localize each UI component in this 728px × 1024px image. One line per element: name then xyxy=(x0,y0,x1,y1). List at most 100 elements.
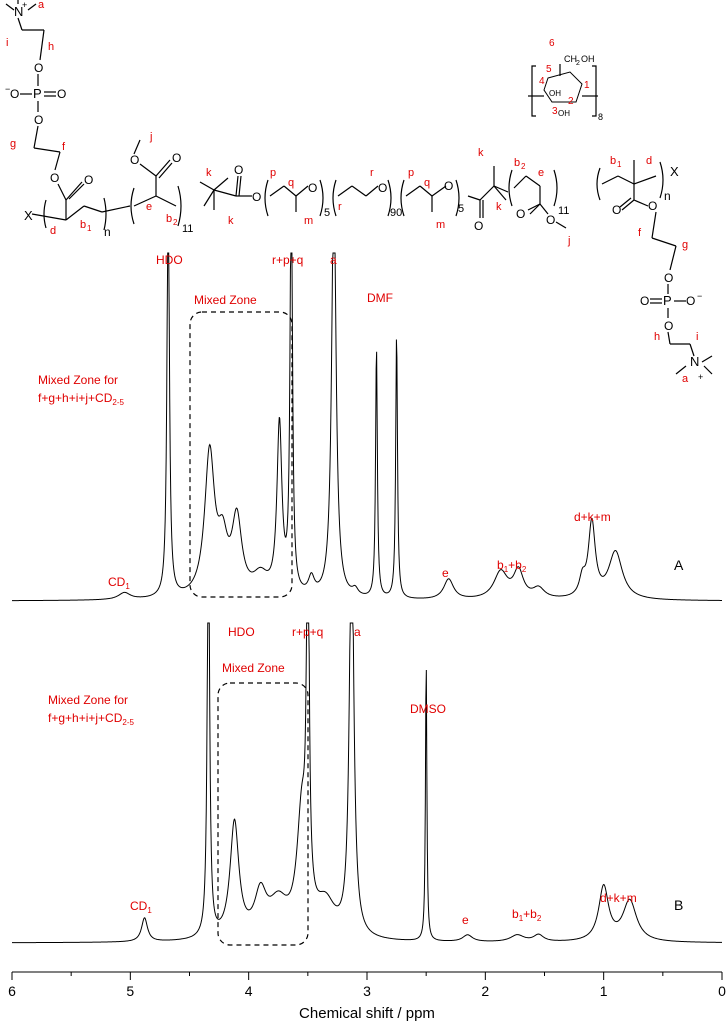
label-i-right: i xyxy=(696,331,698,343)
label-b1-right-sub: 1 xyxy=(617,160,622,169)
label-g-top: g xyxy=(10,138,16,150)
label-k-upper-right: k xyxy=(478,147,484,159)
panel-label-a: A xyxy=(674,557,684,573)
spectrum-a: HDO r+p+q a DMF Mixed Zone Mixed Zone fo… xyxy=(12,252,722,602)
label-b2-right-sub: 2 xyxy=(521,162,526,171)
o-atom-2: O xyxy=(34,113,43,127)
label-a-hdo: HDO xyxy=(156,253,183,267)
label-a-mixed-zone: Mixed Zone xyxy=(194,293,257,307)
label-b-b1b2: b1+b2 xyxy=(512,907,542,923)
o-carbonyl-center-right: O xyxy=(474,219,483,233)
mixed-zone-box-b xyxy=(217,682,309,946)
right-pc-side-chain: f g O P O O − O h i N + a xyxy=(638,211,713,385)
o-minus-right: O xyxy=(686,294,695,308)
o-carbonyl-mid-right: O xyxy=(516,207,525,221)
o-atom-1: O xyxy=(34,61,43,75)
label-d-left: d xyxy=(50,225,56,237)
label-m-right: m xyxy=(436,219,445,231)
panel-label-b: B xyxy=(674,897,683,913)
label-b-cd1: CD1 xyxy=(130,899,152,915)
o-methoxy-right: O xyxy=(546,213,555,227)
label-a-rpq: r+p+q xyxy=(272,253,303,267)
x-tick-label-5: 5 xyxy=(126,983,134,999)
o-double-left: O xyxy=(57,87,66,101)
label-d-right: d xyxy=(646,155,652,167)
o-ester-left: O xyxy=(50,171,59,185)
label-a-cd1: CD1 xyxy=(108,575,130,591)
x-end-left: X xyxy=(24,208,33,223)
label-b2-left: b xyxy=(166,213,172,225)
label-b-mixed-zone: Mixed Zone xyxy=(222,661,285,675)
left-pc-side-chain: N + a i h O P O − O O g f xyxy=(5,0,93,220)
label-b2-left-sub: 2 xyxy=(173,218,178,227)
label-r-left: r xyxy=(338,201,342,213)
label-b-mixed-zone-for-2: f+g+h+i+j+CD2-5 xyxy=(48,711,135,727)
label-j-right: j xyxy=(567,235,570,247)
o-minus-left: O xyxy=(10,87,19,101)
label-b2-right: b xyxy=(514,157,520,169)
label-p-right: p xyxy=(408,167,414,179)
o-carbonyl-right: O xyxy=(612,203,621,217)
o-methoxy-left: O xyxy=(130,153,139,167)
x-end-right: X xyxy=(670,164,679,179)
label-k-lower-right: k xyxy=(496,201,502,213)
label-q-left: q xyxy=(288,177,294,189)
x-tick-label-4: 4 xyxy=(245,983,253,999)
o-carbonyl-center-left: O xyxy=(234,163,243,177)
o-ester-center-left: O xyxy=(252,190,261,204)
label-a-top: a xyxy=(38,0,45,11)
label-g-right: g xyxy=(682,239,688,251)
o-ppo-right: O xyxy=(444,179,453,193)
label-b-a: a xyxy=(354,625,361,639)
cd-c6: 6 xyxy=(549,38,555,49)
label-k-lower-left: k xyxy=(228,215,234,227)
label-a-a: a xyxy=(330,253,337,267)
label-a-b1b2: b1+b2 xyxy=(497,558,527,574)
label-h-right: h xyxy=(654,331,660,343)
label-e-right: e xyxy=(538,167,544,179)
label-p-left: p xyxy=(270,167,276,179)
o-peo: O xyxy=(378,181,387,195)
label-a-mixed-zone-for-1: Mixed Zone for xyxy=(38,373,118,387)
cyclodextrin-structure: CH 2 OH OH OH 8 6 5 4 3 2 1 xyxy=(528,38,603,122)
label-b1-right: b xyxy=(610,155,616,167)
label-r-right: r xyxy=(370,167,374,179)
cd-ch2oh: CH xyxy=(564,54,577,64)
label-h-top: h xyxy=(48,41,54,53)
sub-11-right: 11 xyxy=(558,205,569,217)
label-a-right: a xyxy=(682,373,689,385)
o-atom-4: O xyxy=(664,319,673,333)
label-j-left: j xyxy=(149,131,152,143)
n-sub-left: n xyxy=(104,225,111,239)
cd-c1: 1 xyxy=(584,80,590,91)
minus-right: − xyxy=(697,291,702,301)
spectrum-b-trace xyxy=(12,622,722,944)
x-tick-label-1: 1 xyxy=(600,983,608,999)
backbone: X n d b 1 11 e b 2 O O j xyxy=(24,131,679,247)
label-k-upper-left: k xyxy=(206,167,212,179)
label-a-dmf: DMF xyxy=(367,291,393,305)
label-b-hdo: HDO xyxy=(228,625,255,639)
n-atom-left: N xyxy=(14,4,23,19)
label-b-mixed-zone-for-1: Mixed Zone for xyxy=(48,693,128,707)
cd-oh-top: OH xyxy=(581,54,595,64)
label-m-left: m xyxy=(304,215,313,227)
label-b1-left: b xyxy=(80,219,86,231)
label-a-mixed-zone-for-2: f+g+h+i+j+CD2-5 xyxy=(38,391,125,407)
spectrum-b: HDO r+p+q a DMSO Mixed Zone Mixed Zone f… xyxy=(12,622,722,946)
o-ppo-left: O xyxy=(308,181,317,195)
o-carbonyl-mid-left: O xyxy=(172,151,181,165)
x-tick-label-0: 0 xyxy=(718,983,726,999)
cd-ch2oh-sub: 2 xyxy=(576,60,580,67)
n-atom-right: N xyxy=(690,354,699,369)
cd-oh-left: OH xyxy=(549,89,561,98)
cd-c4: 4 xyxy=(539,76,545,87)
x-axis-label: Chemical shift / ppm xyxy=(299,1005,435,1022)
label-f-top: f xyxy=(62,141,66,153)
p-atom-left: P xyxy=(33,86,42,101)
n-sub-right: n xyxy=(664,189,671,203)
n-plus-right: + xyxy=(698,372,703,382)
cd-c5: 5 xyxy=(546,64,552,75)
label-b-dmso: DMSO xyxy=(410,702,446,716)
